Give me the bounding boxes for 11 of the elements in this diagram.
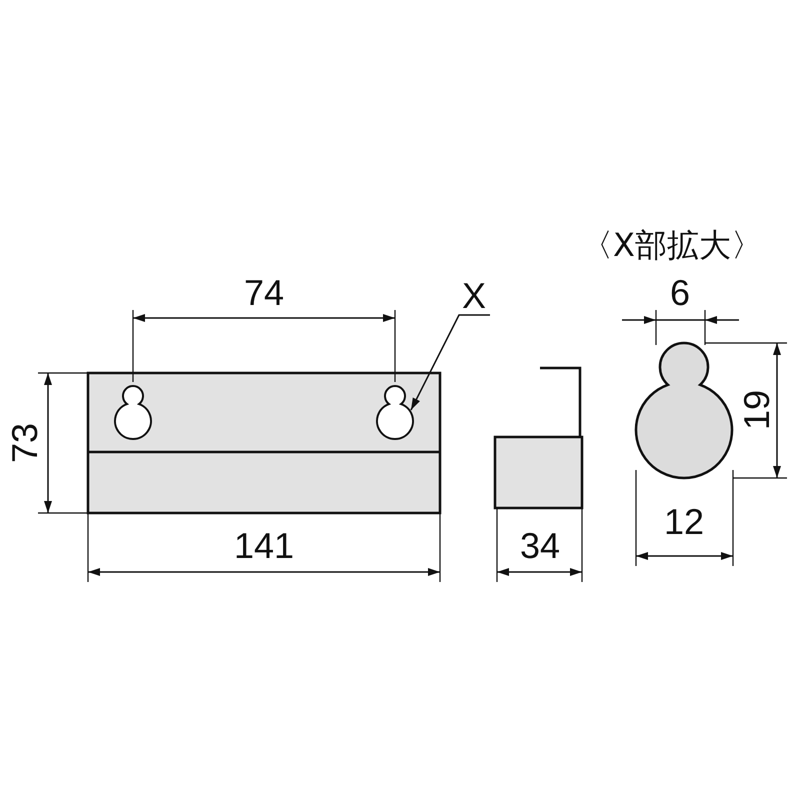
dimension-value: 6	[670, 275, 690, 311]
dimension-value: 74	[244, 275, 284, 311]
dimension-value: 19	[739, 390, 775, 430]
keyhole-slot	[376, 385, 414, 440]
dimension-value: 141	[234, 528, 294, 564]
view-heading: 〈X部拡大〉	[581, 229, 763, 261]
callout-letter: X	[462, 278, 486, 314]
leader-line	[410, 314, 490, 410]
dimension-value: 12	[664, 504, 704, 540]
dimension-value: 34	[520, 528, 560, 564]
dimension-value: 73	[7, 422, 43, 464]
